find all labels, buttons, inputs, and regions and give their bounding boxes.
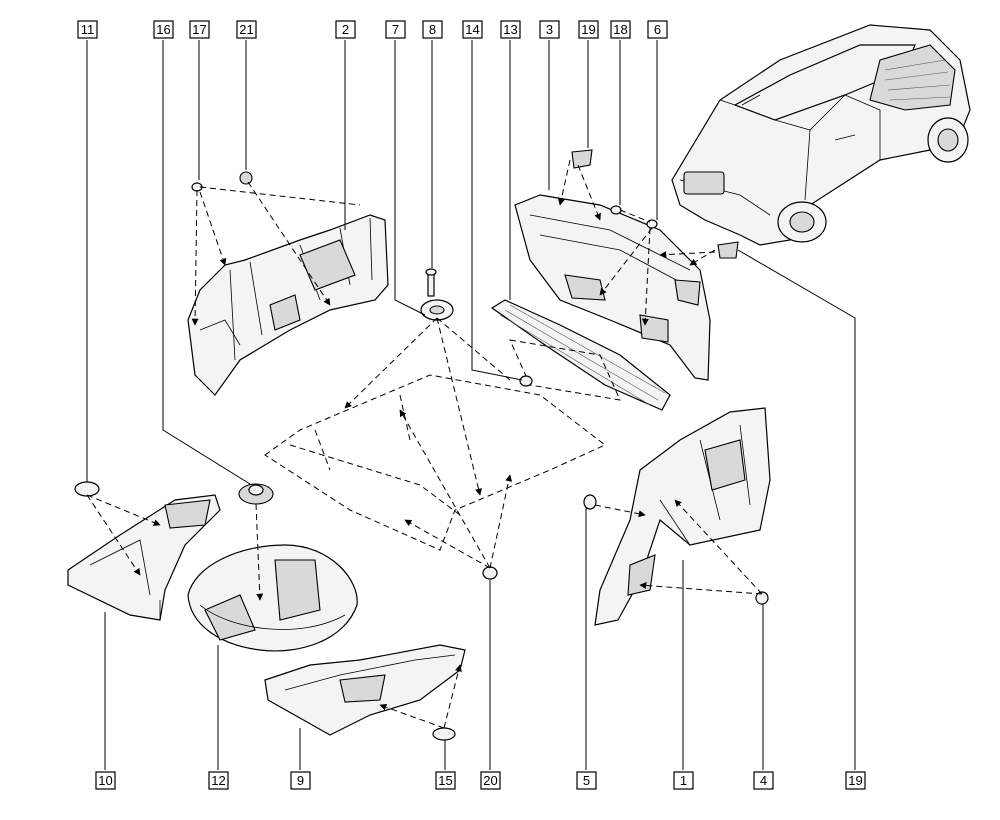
callout-19-top: 19	[578, 20, 599, 39]
part-13-sill-scuff-plate	[490, 299, 671, 411]
wingnut-16	[238, 483, 274, 505]
callout-18: 18	[610, 20, 631, 39]
clip-20	[482, 566, 498, 580]
callout-label: 12	[211, 773, 225, 788]
callout-label: 19	[848, 773, 862, 788]
part-3-tailgate-trim	[514, 194, 711, 381]
callout-13: 13	[500, 20, 521, 39]
floor-carpet-outline	[264, 339, 621, 551]
leader-lines	[86, 40, 856, 770]
callout-8: 8	[422, 20, 443, 39]
callout-4: 4	[753, 771, 774, 790]
callout-label: 17	[192, 22, 206, 37]
callout-label: 19	[581, 22, 595, 37]
callouts-bottom: 10 12 9 15 20 5 1 4	[95, 771, 866, 790]
callout-1: 1	[673, 771, 694, 790]
callout-label: 16	[156, 22, 170, 37]
callout-label: 1	[680, 773, 687, 788]
callout-6: 6	[647, 20, 668, 39]
callout-14: 14	[462, 20, 483, 39]
clip-5	[583, 494, 597, 510]
part-12-spare-wheel-tray	[187, 544, 358, 652]
vehicle-overview-illustration	[671, 24, 971, 246]
callout-label: 13	[503, 22, 517, 37]
callout-label: 4	[760, 773, 767, 788]
callout-16: 16	[153, 20, 174, 39]
screw-8	[420, 268, 454, 321]
callout-3: 3	[539, 20, 560, 39]
callout-label: 10	[98, 773, 112, 788]
callout-12: 12	[208, 771, 229, 790]
callout-2: 2	[335, 20, 356, 39]
callout-19-bottom: 19	[845, 771, 866, 790]
callout-21: 21	[236, 20, 257, 39]
cap-15	[432, 727, 456, 741]
callout-15: 15	[435, 771, 456, 790]
callout-10: 10	[95, 771, 116, 790]
callout-label: 5	[583, 773, 590, 788]
callout-label: 6	[654, 22, 661, 37]
callout-label: 15	[438, 773, 452, 788]
part-10-left-storage-tray	[67, 494, 221, 621]
callout-label: 8	[429, 22, 436, 37]
callout-9: 9	[290, 771, 311, 790]
cap-11	[74, 481, 100, 497]
clip-4	[755, 591, 769, 605]
callout-label: 14	[465, 22, 479, 37]
assembly-arrows	[86, 159, 763, 729]
callout-label: 18	[613, 22, 627, 37]
callout-label: 21	[239, 22, 253, 37]
callout-20: 20	[480, 771, 501, 790]
callout-5: 5	[576, 771, 597, 790]
clip-14	[519, 375, 533, 387]
callout-17: 17	[189, 20, 210, 39]
callout-label: 2	[342, 22, 349, 37]
clip-19-upper	[571, 149, 593, 169]
callout-label: 3	[546, 22, 553, 37]
part-1-right-quarter-trim	[594, 407, 771, 626]
part-9-right-storage-tray	[264, 644, 466, 736]
callout-7: 7	[385, 20, 406, 39]
callout-label: 20	[483, 773, 497, 788]
callouts-top: 11 16 17 21 2 7 8 14	[77, 20, 668, 39]
clip-19-lower	[717, 241, 739, 259]
callout-label: 7	[392, 22, 399, 37]
callout-label: 11	[81, 22, 95, 37]
callout-label: 9	[297, 773, 304, 788]
callout-11: 11	[77, 20, 98, 39]
fastener-21	[239, 171, 253, 185]
screw-18	[610, 205, 622, 215]
part-2-left-quarter-trim	[187, 214, 389, 396]
